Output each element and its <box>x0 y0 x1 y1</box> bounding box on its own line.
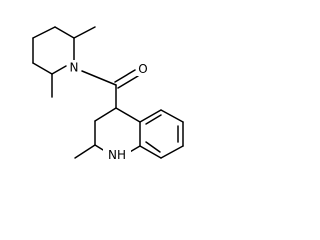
bond-c4a-c5 <box>139 109 162 123</box>
bond-pip-c5-c6 <box>32 62 53 75</box>
bond-c8-c8a <box>139 145 162 159</box>
bond-pip-c6-n <box>51 65 67 75</box>
bond-c5-c6 <box>160 109 184 123</box>
bond-aromatic-inner-1 <box>145 114 162 125</box>
bond-pip-c2-c3 <box>54 26 75 39</box>
bond-c4-c4a <box>115 107 141 123</box>
amide-group <box>81 69 139 109</box>
bond-carbonyl-double-b <box>117 75 139 89</box>
bond-pip-methyl-top <box>73 26 96 39</box>
bond-c7-c8 <box>160 145 184 159</box>
bond-c4-c3 <box>94 107 117 122</box>
bond-n-carbonyl <box>81 70 117 86</box>
bond-c2-methyl <box>74 144 96 159</box>
chemical-structure-diagram: N O NH <box>32 26 184 163</box>
bond-aromatic-inner-3 <box>145 141 161 153</box>
bond-carbonyl-double-a <box>114 69 136 83</box>
atom-label-oxygen: O <box>138 62 147 76</box>
benzene-ring <box>139 109 184 159</box>
atom-labels: N O NH <box>67 60 150 163</box>
piperidine-ring <box>32 26 96 98</box>
bond-pip-c3-c4 <box>32 26 56 39</box>
atom-label-nh-amine: NH <box>108 148 126 162</box>
atom-label-n-piperidine: N <box>70 61 79 75</box>
